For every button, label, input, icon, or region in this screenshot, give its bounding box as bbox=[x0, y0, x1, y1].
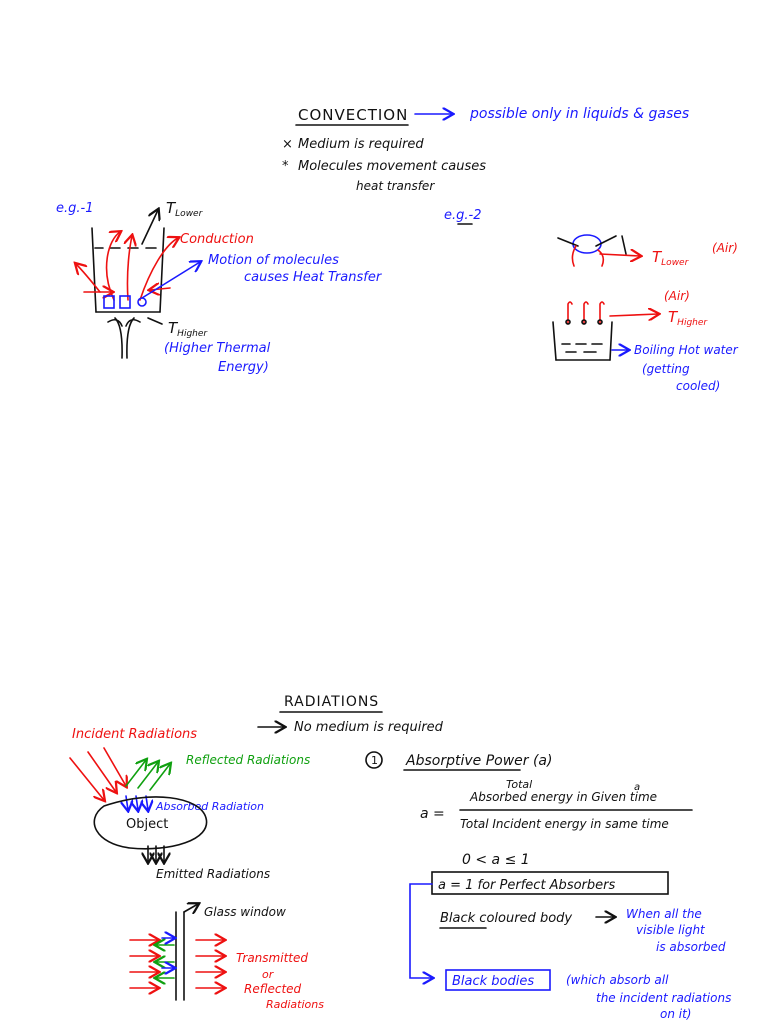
eg1-energy-2: Energy) bbox=[218, 360, 269, 375]
eg2-air: (Air) bbox=[664, 289, 690, 303]
reflected-rays bbox=[125, 760, 170, 791]
black-bodies: Black bodies bbox=[452, 974, 534, 989]
black-coloured-body: Black coloured body bbox=[440, 911, 572, 926]
emitted-label: Emitted Radiations bbox=[156, 867, 270, 881]
eg2-thigher: THigher bbox=[668, 308, 708, 328]
convection-point-2b: heat transfer bbox=[356, 179, 435, 193]
eg2-water-3: cooled) bbox=[676, 379, 720, 393]
absorb-1: (which absorb all bbox=[566, 973, 669, 987]
item-number: 1 bbox=[371, 754, 378, 767]
eg2-water-1: Boiling Hot water bbox=[634, 343, 739, 357]
radiation-note: No medium is required bbox=[294, 720, 444, 735]
eg1-thigher-tick bbox=[147, 317, 163, 325]
transmitted-2: or bbox=[262, 968, 275, 981]
eg1-energy-1: (Higher Thermal bbox=[164, 341, 271, 356]
item-title: Absorptive Power (a) bbox=[405, 753, 552, 769]
eg1-motion: Motion of molecules bbox=[208, 253, 339, 268]
transmitted-1: Transmitted bbox=[236, 951, 308, 965]
eg1-label: e.g.-1 bbox=[56, 201, 93, 216]
eg2-water-2: (getting bbox=[642, 362, 690, 376]
eg1-tlower: TLower bbox=[166, 199, 204, 219]
convection-title-note: possible only in liquids & gases bbox=[469, 106, 689, 122]
transmitted-4: Radiations bbox=[266, 998, 324, 1011]
asterisk-2: * bbox=[282, 159, 289, 174]
absorbed-label: Absorbed Radiation bbox=[155, 800, 264, 813]
eg2-tlower-note: (Air) bbox=[712, 241, 738, 255]
eg2-pot bbox=[552, 301, 658, 361]
eg2-cloud bbox=[557, 234, 640, 267]
frac-numerator: Absorbed energy in Given time bbox=[469, 790, 657, 804]
frac-lhs: a = bbox=[420, 806, 445, 822]
incident-label: Incident Radiations bbox=[72, 727, 197, 742]
eg1-thigher: THigher bbox=[168, 319, 208, 339]
convection-title: CONVECTION bbox=[298, 106, 408, 124]
inequality: 0 < a ≤ 1 bbox=[462, 852, 530, 868]
transmitted-3: Reflected bbox=[244, 982, 302, 996]
glass-label: Glass window bbox=[204, 905, 286, 919]
eg1-beaker bbox=[91, 227, 165, 359]
eg1-convection-currents bbox=[76, 232, 200, 309]
perfect-absorber-box bbox=[431, 871, 669, 895]
visible-2: visible light bbox=[636, 923, 706, 937]
black-bodies-box bbox=[445, 969, 551, 991]
eg2-tlower: TLower bbox=[652, 248, 690, 268]
object-label: Object bbox=[126, 817, 168, 832]
eg2-label: e.g.-2 bbox=[444, 208, 481, 223]
incident-rays bbox=[69, 747, 126, 800]
transmission-rays bbox=[129, 938, 224, 988]
eg1-tlower-arrow bbox=[141, 210, 158, 245]
convection-point-2: Molecules movement causes bbox=[298, 159, 486, 174]
frac-denominator: Total Incident energy in same time bbox=[460, 817, 669, 831]
frac-top-a: a bbox=[634, 782, 640, 793]
bracket-arrow bbox=[409, 883, 432, 978]
eg1-conduction: Conduction bbox=[180, 232, 254, 247]
radiation-title: RADIATIONS bbox=[284, 694, 379, 710]
visible-1: When all the bbox=[626, 907, 702, 921]
absorb-2: the incident radiations bbox=[596, 991, 731, 1005]
visible-3: is absorbed bbox=[656, 940, 726, 954]
frac-top-word: Total bbox=[506, 778, 532, 791]
item-number-circle bbox=[365, 751, 383, 769]
reflected-label: Reflected Radiations bbox=[186, 753, 310, 767]
glass-window bbox=[175, 904, 198, 1001]
eg1-motion-2: causes Heat Transfer bbox=[244, 270, 383, 285]
convection-point-1: Medium is required bbox=[298, 137, 424, 152]
asterisk-1: × bbox=[282, 137, 293, 152]
absorb-3: on it) bbox=[660, 1007, 691, 1021]
object-blob bbox=[93, 796, 208, 850]
emitted-rays bbox=[148, 845, 164, 862]
perfect-absorber: a = 1 for Perfect Absorbers bbox=[438, 878, 615, 893]
